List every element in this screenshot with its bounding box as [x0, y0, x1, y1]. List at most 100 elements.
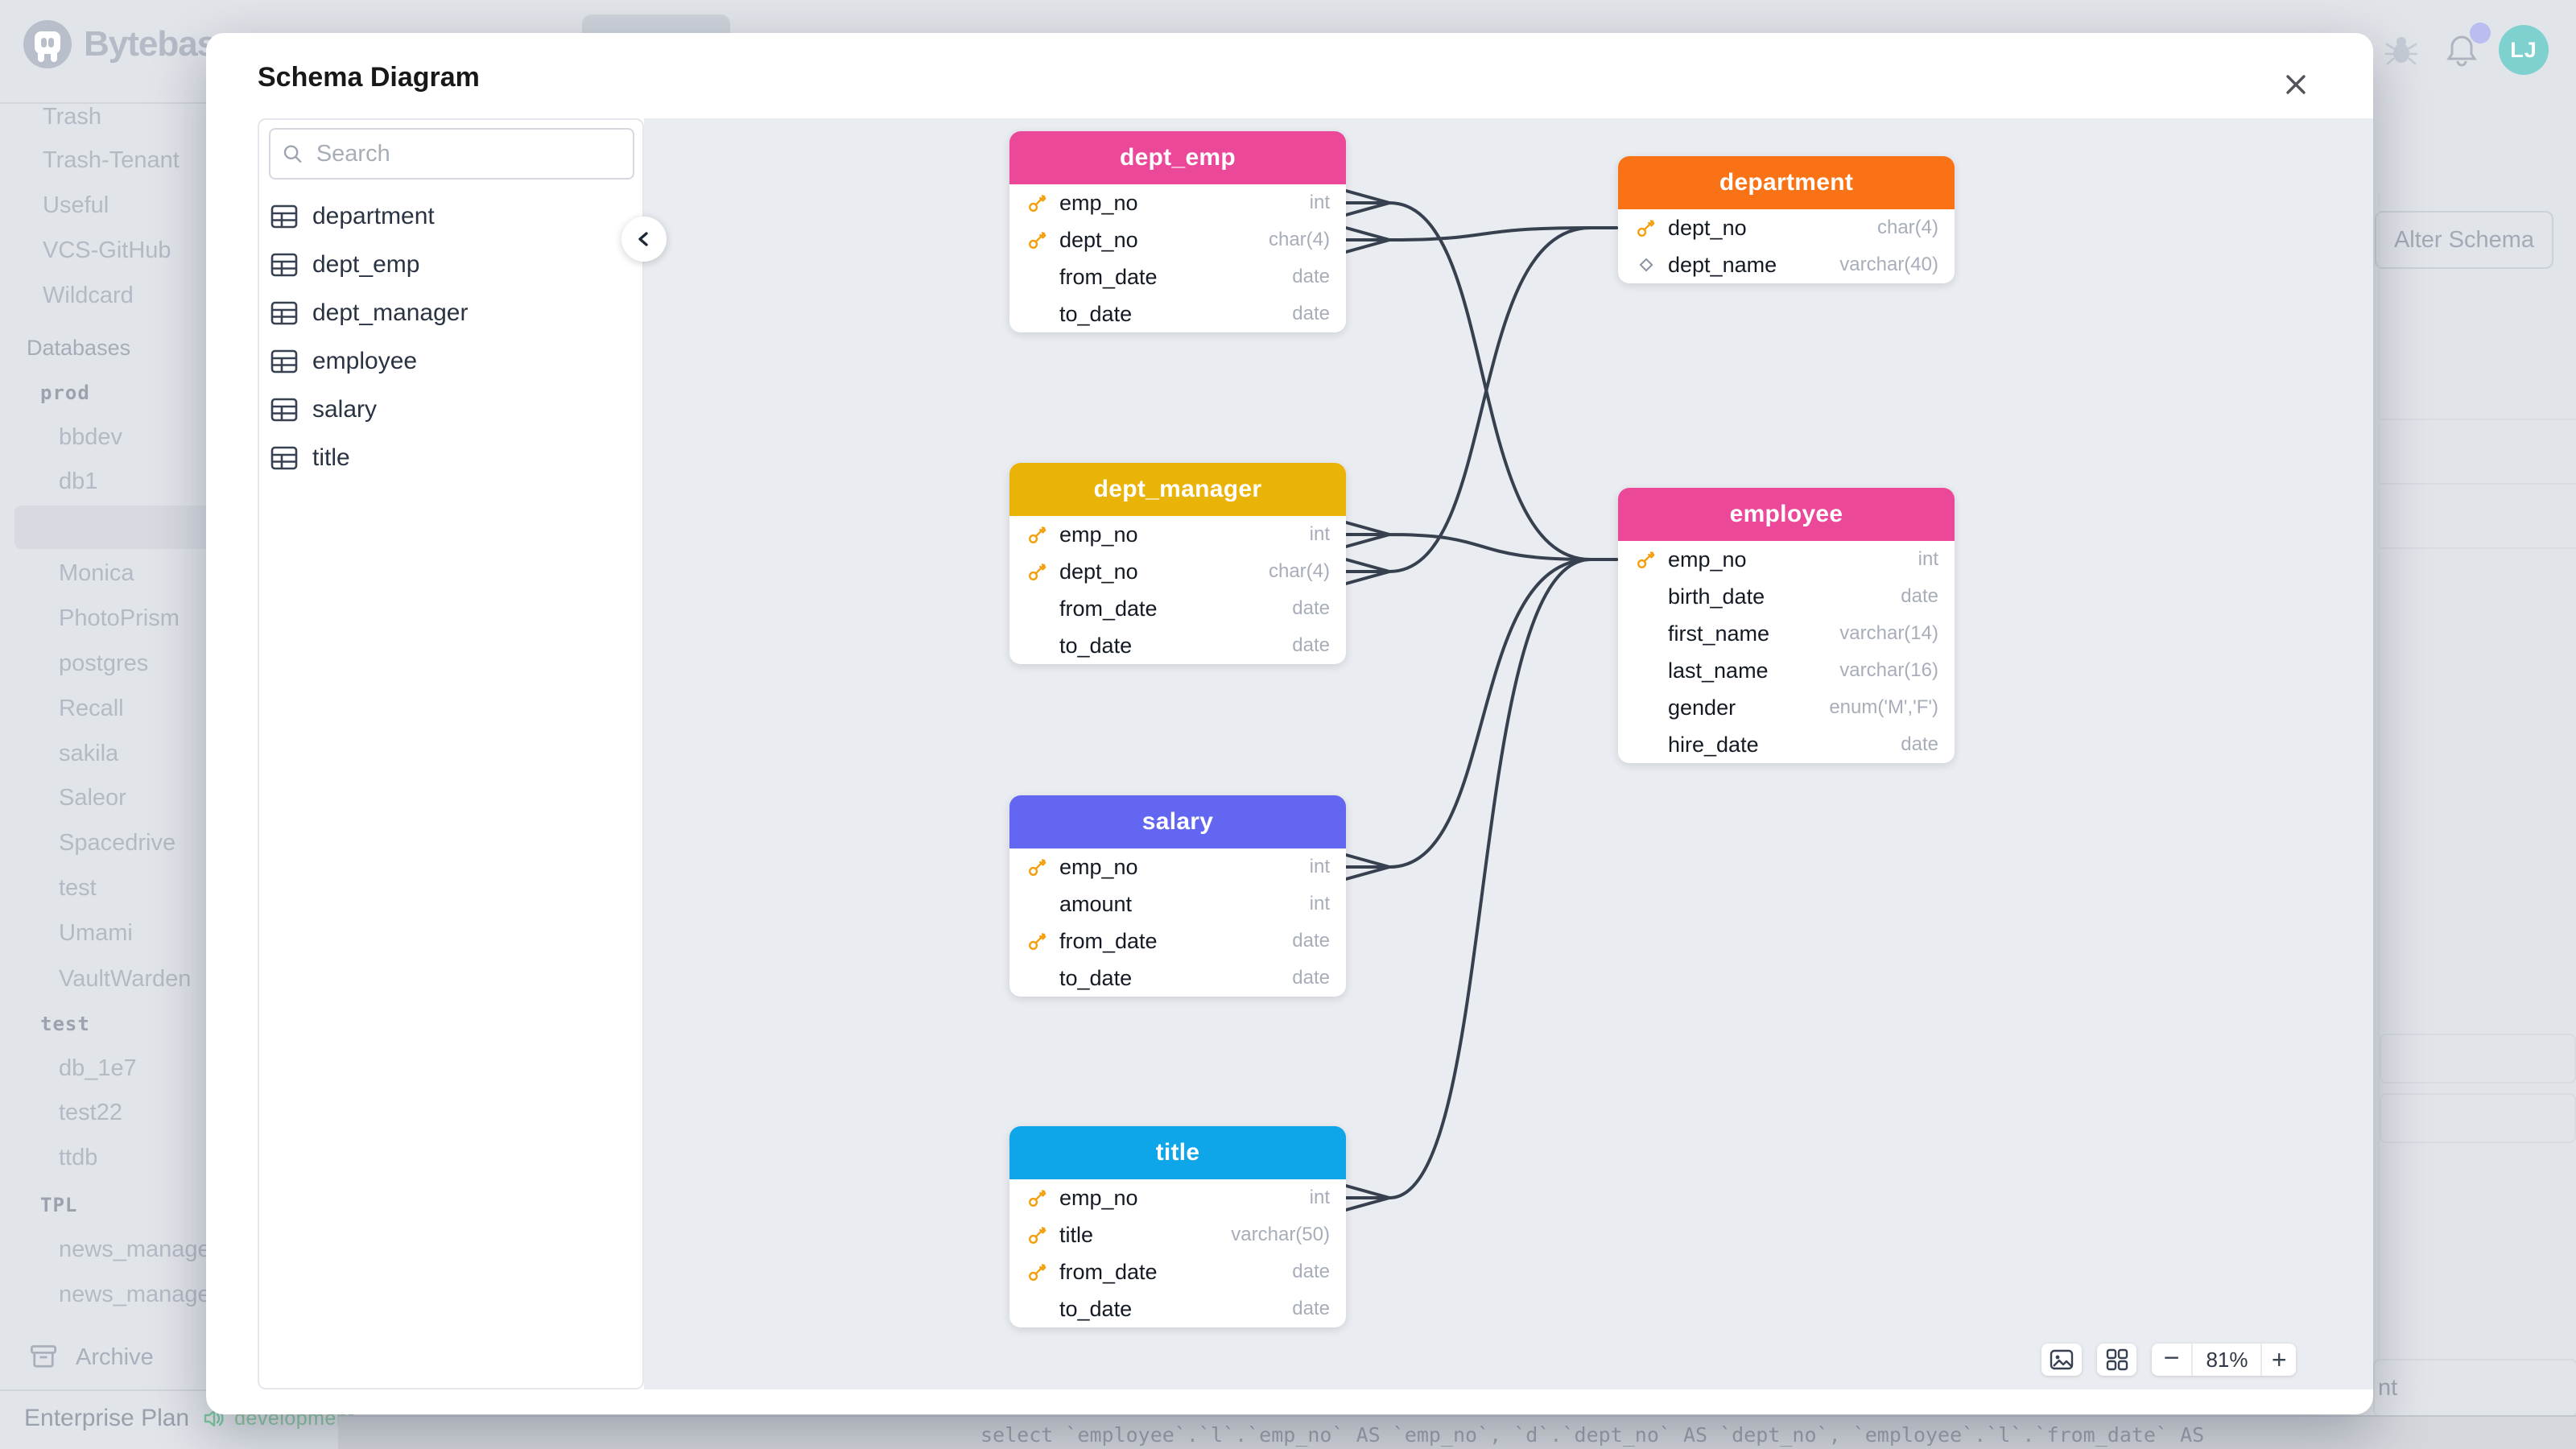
sidebar-db-postgres[interactable]: postgres	[59, 650, 149, 676]
field-type: varchar(40)	[1839, 254, 1938, 275]
table-list-item-title[interactable]: title	[270, 434, 350, 482]
bell-icon[interactable]	[2443, 32, 2480, 69]
relation-dept_manager.dept_no-department.dept_no	[1344, 226, 1618, 585]
field-type: varchar(14)	[1839, 622, 1938, 644]
table-icon	[270, 204, 298, 229]
table-list-label: dept_manager	[312, 299, 469, 326]
sidebar-item-trash[interactable]: Trash	[43, 104, 102, 130]
alter-schema-button[interactable]: Alter Schema	[2375, 211, 2553, 269]
sidebar-section-databases: Databases	[27, 336, 131, 360]
sidebar-item-archive[interactable]: Archive	[29, 1343, 154, 1372]
field-name: emp_no	[1059, 190, 1138, 215]
field-row-gender: gender enum('M','F')	[1618, 689, 1955, 726]
sidebar-db-ttdb[interactable]: ttdb	[59, 1145, 98, 1170]
table-card-header: title	[1009, 1126, 1346, 1179]
sidebar-db-vaultwarden[interactable]: VaultWarden	[59, 966, 192, 992]
sidebar-item-trash-tenant[interactable]: Trash-Tenant	[43, 147, 180, 173]
sidebar-db-monica[interactable]: Monica	[59, 560, 134, 586]
field-name: title	[1059, 1222, 1094, 1247]
sidebar-db-test22[interactable]: test22	[59, 1100, 122, 1125]
primary-key-icon	[1029, 526, 1046, 543]
table-list-item-dept_manager[interactable]: dept_manager	[270, 289, 468, 337]
field-type: char(4)	[1268, 560, 1330, 582]
field-type: date	[1901, 585, 1938, 607]
field-name: last_name	[1668, 658, 1769, 683]
sidebar-db-db_1e7[interactable]: db_1e7	[59, 1055, 137, 1081]
sidebar-item-useful[interactable]: Useful	[43, 192, 109, 218]
table-list-item-department[interactable]: department	[270, 192, 435, 241]
field-name: from_date	[1059, 264, 1158, 289]
table-list-label: title	[312, 444, 350, 471]
table-list-label: dept_emp	[312, 251, 420, 278]
field-type: enum('M','F')	[1829, 696, 1938, 718]
sidebar-db-test[interactable]: test	[59, 875, 97, 901]
field-row-hire_date: hire_date date	[1618, 726, 1955, 763]
zoom-out-button[interactable]: −	[2163, 1342, 2180, 1373]
collapse-panel-button[interactable]	[621, 217, 667, 262]
table-icon	[270, 301, 298, 325]
sidebar-db-sakila[interactable]: sakila	[59, 741, 119, 766]
table-card-header: dept_emp	[1009, 131, 1346, 184]
sidebar-db-recall[interactable]: Recall	[59, 696, 124, 721]
search-icon	[283, 145, 302, 163]
primary-key-icon	[1029, 1264, 1046, 1281]
avatar[interactable]: LJ	[2499, 25, 2549, 75]
background-panel-border	[2378, 193, 2380, 1360]
close-button[interactable]	[2278, 67, 2314, 102]
field-name: hire_date	[1668, 732, 1759, 757]
table-list-item-dept_emp[interactable]: dept_emp	[270, 241, 419, 289]
field-type: date	[1901, 733, 1938, 755]
bug-icon[interactable]	[2384, 32, 2419, 68]
sidebar-divider	[0, 1389, 338, 1391]
field-name: dept_no	[1668, 215, 1747, 240]
primary-key-icon	[1637, 551, 1655, 568]
sidebar-item-wildcard[interactable]: Wildcard	[43, 283, 134, 308]
zoom-in-button[interactable]: +	[2260, 1344, 2296, 1376]
sidebar-db-saleor[interactable]: Saleor	[59, 785, 126, 811]
auto-layout-button[interactable]	[2097, 1344, 2136, 1376]
relation-dept_emp.emp_no-employee.emp_no	[1344, 189, 1618, 561]
table-card-header: employee	[1618, 488, 1955, 541]
field-name: from_date	[1059, 928, 1158, 953]
relation-wires	[1344, 189, 1618, 1212]
search-box[interactable]	[269, 128, 634, 180]
sql-editor-strip: select `employee`.`l`.`emp_no` AS `emp_n…	[338, 1415, 2576, 1449]
sidebar-db-spacedrive[interactable]: Spacedrive	[59, 830, 176, 856]
sidebar-db-photoprism[interactable]: PhotoPrism	[59, 605, 180, 631]
sidebar-item-vcs-github[interactable]: VCS-GitHub	[43, 237, 171, 263]
index-diamond-icon	[1639, 258, 1653, 272]
field-name: from_date	[1059, 1259, 1158, 1284]
table-list-item-salary[interactable]: salary	[270, 386, 377, 434]
sidebar-db-umami[interactable]: Umami	[59, 920, 133, 946]
field-name: gender	[1668, 695, 1736, 720]
field-type: varchar(50)	[1231, 1224, 1330, 1245]
sidebar-db-db1[interactable]: db1	[59, 469, 98, 494]
field-name: to_date	[1059, 1296, 1133, 1321]
field-type: int	[1309, 1187, 1330, 1208]
export-image-button[interactable]	[2041, 1344, 2082, 1376]
sidebar-db-bbdev[interactable]: bbdev	[59, 424, 123, 450]
field-name: dept_name	[1668, 252, 1777, 277]
primary-key-icon	[1637, 220, 1655, 237]
table-icon	[270, 349, 298, 374]
table-list-label: department	[312, 203, 435, 229]
field-row-dept_name: dept_name varchar(40)	[1618, 246, 1955, 283]
search-input[interactable]	[314, 139, 621, 168]
relation-salary.emp_no-employee.emp_no	[1344, 558, 1618, 881]
field-type: int	[1918, 548, 1938, 570]
table-list-item-employee[interactable]: employee	[270, 337, 417, 386]
